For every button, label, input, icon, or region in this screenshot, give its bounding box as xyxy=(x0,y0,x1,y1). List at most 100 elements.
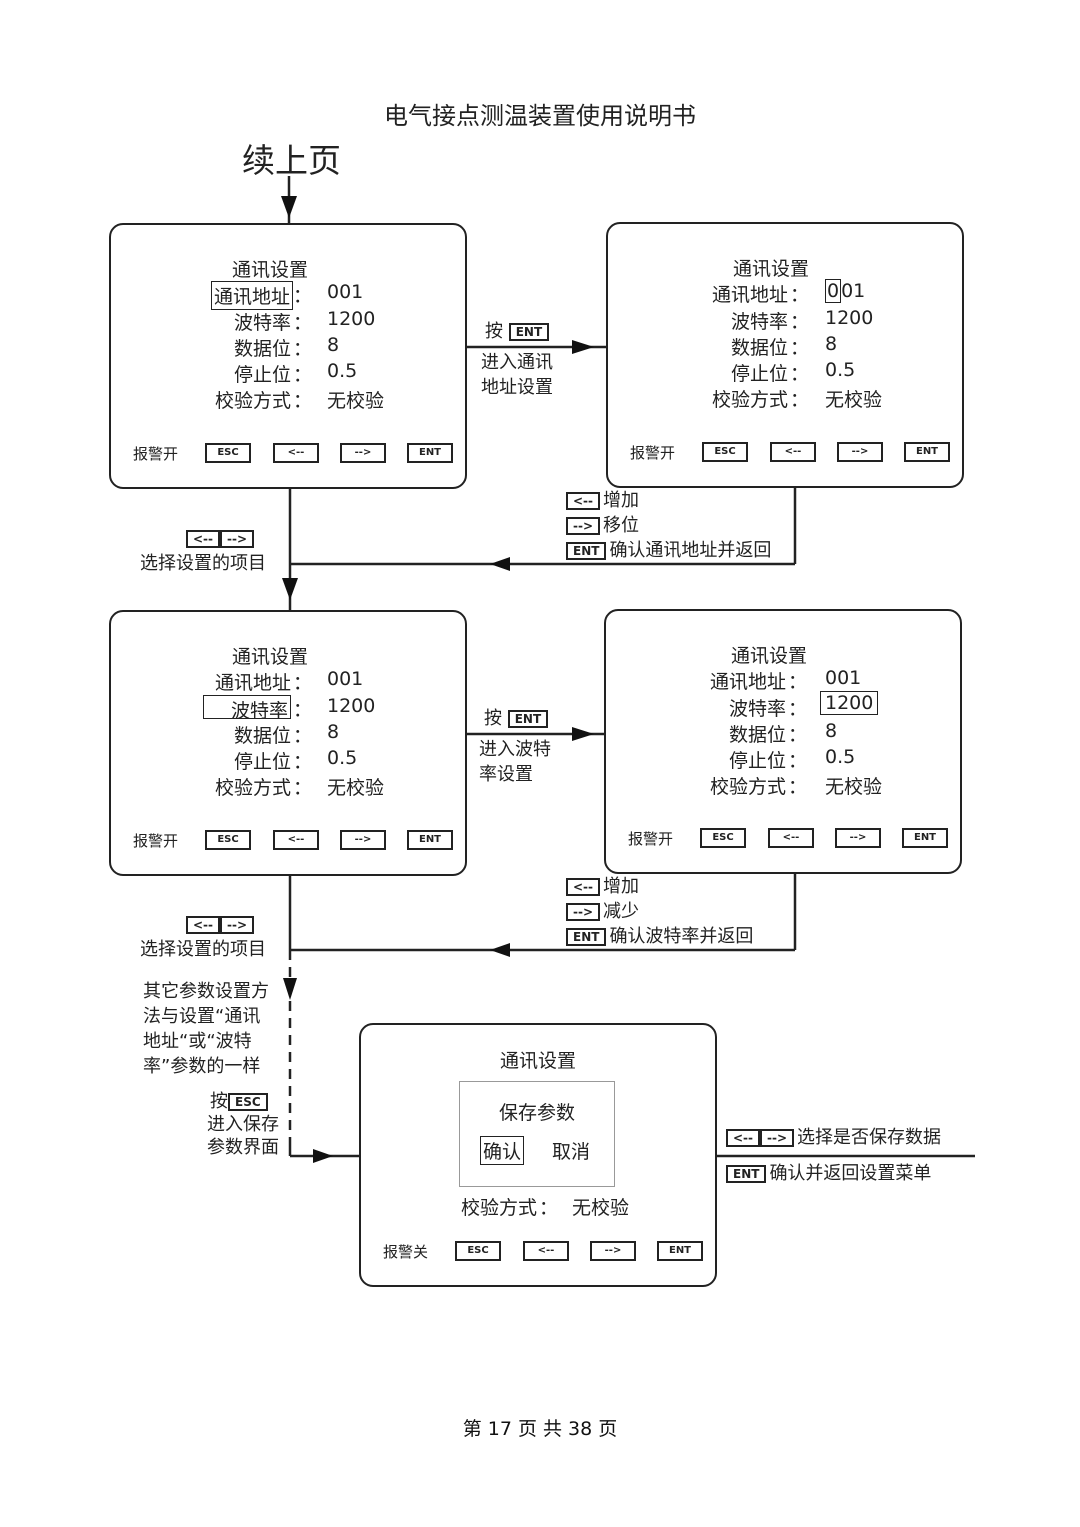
screen-title: 通讯设置 xyxy=(499,1050,576,1072)
left-key-icon: <-- xyxy=(186,530,221,548)
row-value: 001 xyxy=(825,667,862,689)
left-key-icon: <-- xyxy=(186,916,221,934)
arrow-left-icon xyxy=(490,943,510,957)
alarm-status: 报警开 xyxy=(133,445,179,463)
screen-title: 通讯设置 xyxy=(231,646,308,668)
right-key[interactable]: --> xyxy=(835,828,881,848)
row-value: 8 xyxy=(825,333,838,355)
select-item-note: 选择设置的项目 xyxy=(140,939,266,960)
row-value: 8 xyxy=(825,720,838,742)
alarm-status: 报警开 xyxy=(630,444,676,462)
ent-key[interactable]: ENT xyxy=(904,442,950,462)
right-key[interactable]: --> xyxy=(590,1241,636,1261)
arrow-down-icon xyxy=(282,578,298,600)
row-label: 数据位 xyxy=(728,724,786,746)
button-bar: 报警开 ESC <-- --> ENT xyxy=(133,443,453,465)
edit-cursor: 0 xyxy=(825,279,842,303)
screen-title: 通讯设置 xyxy=(732,258,809,280)
enter-address-note: 进入通讯地址设置 xyxy=(481,352,553,398)
document-title: 电气接点测温装置使用说明书 xyxy=(384,102,696,130)
left-key[interactable]: <-- xyxy=(523,1241,569,1261)
help-right-decrease: -->减少 xyxy=(566,899,753,924)
ent-key[interactable]: ENT xyxy=(407,830,453,850)
screen-save-params: 通讯设置 保存参数 确认 取消 校验方式 ： 无校验 报警关 ESC <-- -… xyxy=(359,1023,717,1287)
row-label-selected: 通讯地址 xyxy=(210,281,293,310)
row-label: 校验方式 xyxy=(709,776,786,798)
row-value: 8 xyxy=(327,334,340,356)
page-number: 第 17 页 共 38 页 xyxy=(462,1418,618,1440)
row-value: 1200 xyxy=(327,695,376,717)
arrow-right-icon xyxy=(572,727,594,741)
row-label: 数据位 xyxy=(730,337,788,359)
row-label: 停止位 xyxy=(728,750,786,772)
row-label: 波特率 xyxy=(233,312,291,334)
row-value: 1200 xyxy=(327,308,376,330)
save-dialog: 保存参数 确认 取消 xyxy=(459,1081,615,1187)
esc-key[interactable]: ESC xyxy=(700,828,746,848)
left-key-icon: <-- xyxy=(566,878,601,896)
row-value: 8 xyxy=(327,721,340,743)
save-select-help: <---->选择是否保存数据 xyxy=(726,1125,941,1150)
confirm-button[interactable]: 确认 xyxy=(480,1136,525,1165)
button-bar: 报警关 ESC <-- --> ENT xyxy=(383,1241,703,1263)
row-value: 无校验 xyxy=(327,390,385,412)
screen-title: 通讯设置 xyxy=(231,259,308,281)
left-key[interactable]: <-- xyxy=(768,828,814,848)
enter-baud-note: 进入波特率设置 xyxy=(479,739,551,785)
ent-key-icon: ENT xyxy=(726,1165,767,1183)
ent-key[interactable]: ENT xyxy=(902,828,948,848)
row-label: 停止位 xyxy=(233,751,291,773)
press-ent-note: 按 ENT xyxy=(484,706,551,731)
button-bar: 报警开 ESC <-- --> ENT xyxy=(133,830,453,852)
row-label: 通讯地址 xyxy=(711,284,788,306)
row-value: 无校验 xyxy=(327,777,385,799)
ent-key-icon: ENT xyxy=(507,710,549,728)
right-key-icon: --> xyxy=(566,517,601,535)
row-label: 校验方式 xyxy=(214,390,291,412)
esc-key[interactable]: ESC xyxy=(205,830,251,850)
right-key[interactable]: --> xyxy=(340,830,386,850)
button-bar: 报警开 ESC <-- --> ENT xyxy=(628,828,948,850)
row-label: 数据位 xyxy=(233,338,291,360)
left-key[interactable]: <-- xyxy=(273,443,319,463)
arrow-right-icon xyxy=(572,340,594,354)
right-key-icon: --> xyxy=(566,903,601,921)
esc-key[interactable]: ESC xyxy=(205,443,251,463)
continued-from-previous-page: 续上页 xyxy=(242,141,341,180)
right-key[interactable]: --> xyxy=(340,443,386,463)
left-key[interactable]: <-- xyxy=(273,830,319,850)
right-key-icon: --> xyxy=(220,530,255,548)
left-key[interactable]: <-- xyxy=(770,442,816,462)
esc-key[interactable]: ESC xyxy=(702,442,748,462)
ent-key-icon: ENT xyxy=(566,928,607,946)
row-label-selected: 波特率 xyxy=(203,695,291,722)
help-left-increase: <--增加 xyxy=(566,488,771,513)
row-label: 通讯地址 xyxy=(214,672,291,694)
right-key[interactable]: --> xyxy=(837,442,883,462)
row-value: 001 xyxy=(327,668,364,690)
ent-key[interactable]: ENT xyxy=(657,1241,703,1261)
ent-key[interactable]: ENT xyxy=(407,443,453,463)
esc-key[interactable]: ESC xyxy=(455,1241,501,1261)
alarm-status: 报警关 xyxy=(383,1243,429,1261)
row-label: 校验方式 xyxy=(711,389,788,411)
alarm-status: 报警开 xyxy=(628,830,674,848)
screen-edit-baud: 通讯设置 通讯地址 ： 001 波特率 ： 1200 数据位 ： 8 停止位 ：… xyxy=(604,609,962,874)
row-value: 0.5 xyxy=(327,360,358,382)
row-value: 1200 xyxy=(825,307,874,329)
left-key-icon: <-- xyxy=(726,1129,761,1147)
arrow-down-icon xyxy=(281,196,297,218)
cancel-button[interactable]: 取消 xyxy=(552,1141,591,1163)
screen-select-baud: 通讯设置 通讯地址 ： 001 波特率 ： 1200 数据位 ： 8 停止位 ：… xyxy=(109,610,467,876)
dialog-title: 保存参数 xyxy=(498,1102,575,1124)
row-value: 无校验 xyxy=(572,1197,630,1219)
row-label: 通讯地址 xyxy=(709,671,786,693)
